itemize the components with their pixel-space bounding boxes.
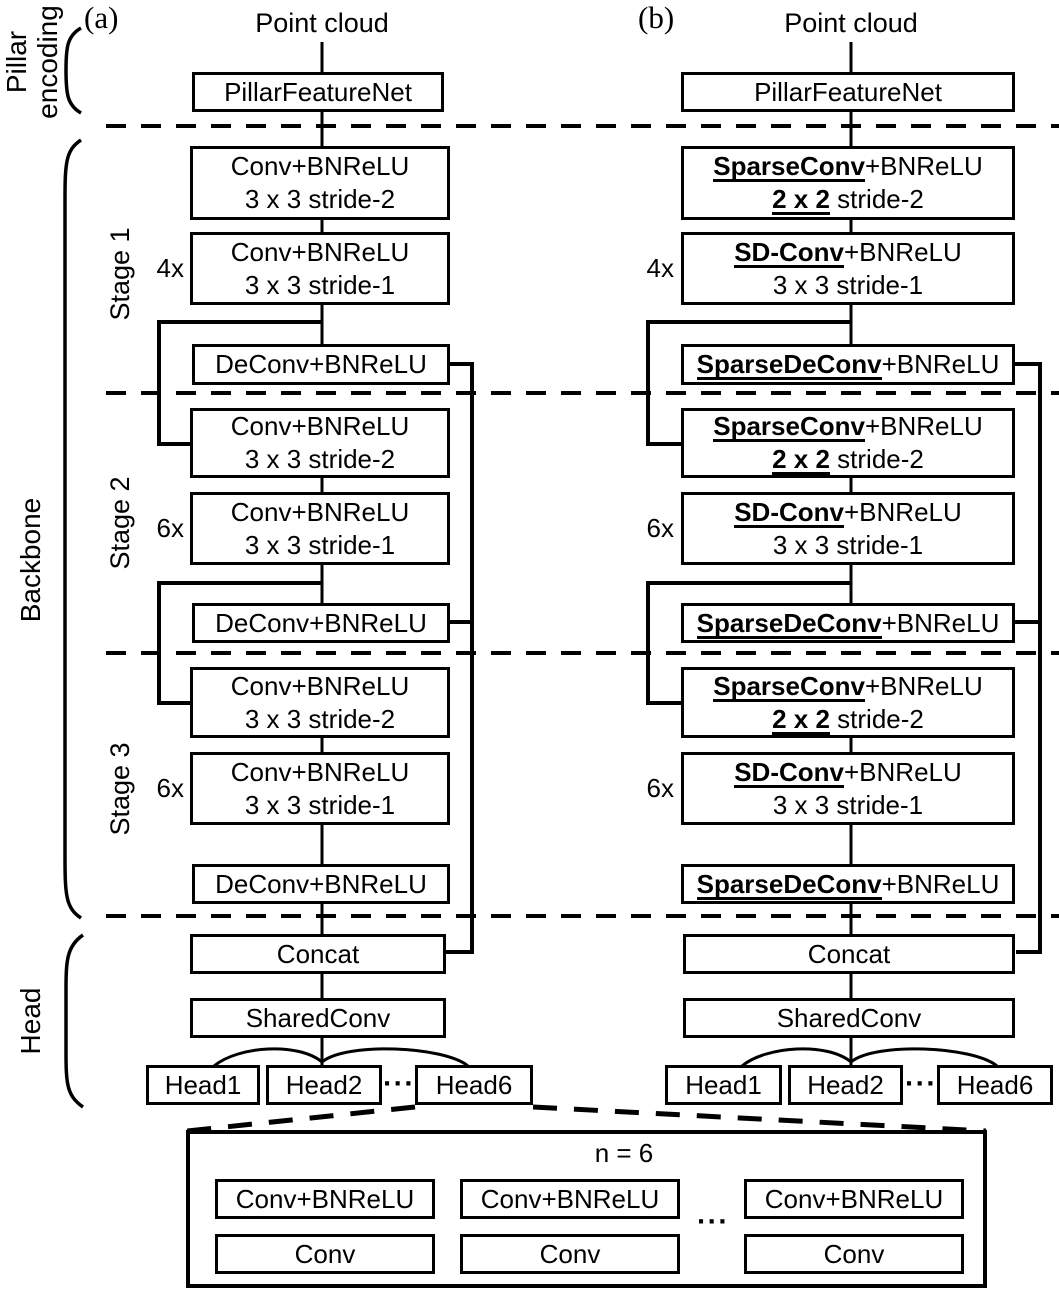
point-cloud-label-a: Point cloud (255, 8, 389, 38)
conv-stride1-stage3-a: Conv+BNReLU 3 x 3 stride-1 (190, 752, 450, 825)
pillar-feature-net-a: PillarFeatureNet (192, 72, 444, 112)
pillar-encoding-brace (64, 26, 82, 115)
shared-conv-b: SharedConv (683, 998, 1015, 1038)
head2-a: Head2 (266, 1065, 382, 1105)
deconv-stage3-a: DeConv+BNReLU (192, 864, 450, 904)
heads-ellipsis-a: ··· (383, 1068, 415, 1100)
conv-stride2-stage1-a: Conv+BNReLU 3 x 3 stride-2 (190, 146, 450, 220)
diagram-b-head-arcs (741, 1047, 998, 1068)
stage1-label: Stage 1 (104, 227, 135, 321)
head6-b: Head6 (937, 1065, 1053, 1105)
point-cloud-label-b: Point cloud (784, 8, 918, 38)
detail-col2-conv: Conv (460, 1234, 680, 1274)
multiplier-stage1-a: 4x (156, 253, 184, 283)
panel-b-label: (b) (638, 0, 675, 35)
deconv-stage1-a: DeConv+BNReLU (192, 344, 450, 385)
multiplier-stage3-a: 6x (156, 773, 184, 803)
diagram-b-skip-lines (646, 320, 1042, 954)
conv-stride1-stage1-a: Conv+BNReLU 3 x 3 stride-1 (190, 232, 450, 305)
concat-b: Concat (683, 934, 1015, 974)
head6-a: Head6 (415, 1065, 533, 1105)
detail-col1-conv: Conv (215, 1234, 435, 1274)
head-detail-callout-dashes (186, 1104, 987, 1134)
multiplier-stage2-b: 6x (646, 513, 674, 543)
detail-col1-conv-bnrelu: Conv+BNReLU (215, 1179, 435, 1219)
pillar-feature-net-b: PillarFeatureNet (681, 72, 1015, 112)
deconv-stage2-a: DeConv+BNReLU (192, 603, 450, 643)
stage-separator-dashed-lines (106, 124, 1059, 918)
detail-col2-conv-bnrelu: Conv+BNReLU (460, 1179, 680, 1219)
n6-label: n = 6 (594, 1138, 654, 1168)
sd-conv-stage2-b: SD-Conv+BNReLU 3 x 3 stride-1 (681, 492, 1015, 565)
detail-col3-conv: Conv (744, 1234, 964, 1274)
head1-b: Head1 (665, 1065, 782, 1105)
panel-a-label: (a) (84, 0, 119, 35)
shared-conv-a: SharedConv (190, 998, 446, 1038)
stage3-label: Stage 3 (104, 742, 135, 836)
sparse-deconv-stage2-b: SparseDeConv+BNReLU (681, 603, 1015, 643)
sparse-deconv-stage1-b: SparseDeConv+BNReLU (681, 344, 1015, 385)
sparse-conv-stage1-b: SparseConv+BNReLU 2 x 2 stride-2 (681, 146, 1015, 220)
detail-ellipsis: ··· (697, 1206, 729, 1238)
stage2-label: Stage 2 (104, 476, 135, 570)
conv-stride1-stage2-a: Conv+BNReLU 3 x 3 stride-1 (190, 492, 450, 565)
multiplier-stage3-b: 6x (646, 773, 674, 803)
sd-conv-stage1-b: SD-Conv+BNReLU 3 x 3 stride-1 (681, 232, 1015, 305)
pillar-encoding-label: Pillar encoding (1, 5, 63, 119)
backbone-label: Backbone (14, 497, 46, 623)
head-brace (64, 933, 85, 1109)
sd-conv-stage3-b: SD-Conv+BNReLU 3 x 3 stride-1 (681, 752, 1015, 825)
head2-b: Head2 (788, 1065, 903, 1105)
diagram-a-head-arcs (213, 1047, 469, 1068)
conv-stride2-stage2-a: Conv+BNReLU 3 x 3 stride-2 (190, 408, 450, 478)
head1-a: Head1 (146, 1065, 260, 1105)
section-braces (63, 26, 85, 1109)
conv-stride2-stage3-a: Conv+BNReLU 3 x 3 stride-2 (190, 667, 450, 738)
detail-col3-conv-bnrelu: Conv+BNReLU (744, 1179, 964, 1219)
multiplier-stage2-a: 6x (156, 513, 184, 543)
sparse-deconv-stage3-b: SparseDeConv+BNReLU (681, 864, 1015, 904)
concat-a: Concat (190, 934, 446, 974)
backbone-brace (63, 138, 83, 920)
head-section-label: Head (14, 987, 46, 1055)
sparse-conv-stage3-b: SparseConv+BNReLU 2 x 2 stride-2 (681, 667, 1015, 738)
sparse-conv-stage2-b: SparseConv+BNReLU 2 x 2 stride-2 (681, 408, 1015, 478)
diagram-a-skip-lines (157, 320, 474, 954)
multiplier-stage1-b: 4x (646, 253, 674, 283)
heads-ellipsis-b: ··· (905, 1068, 937, 1100)
